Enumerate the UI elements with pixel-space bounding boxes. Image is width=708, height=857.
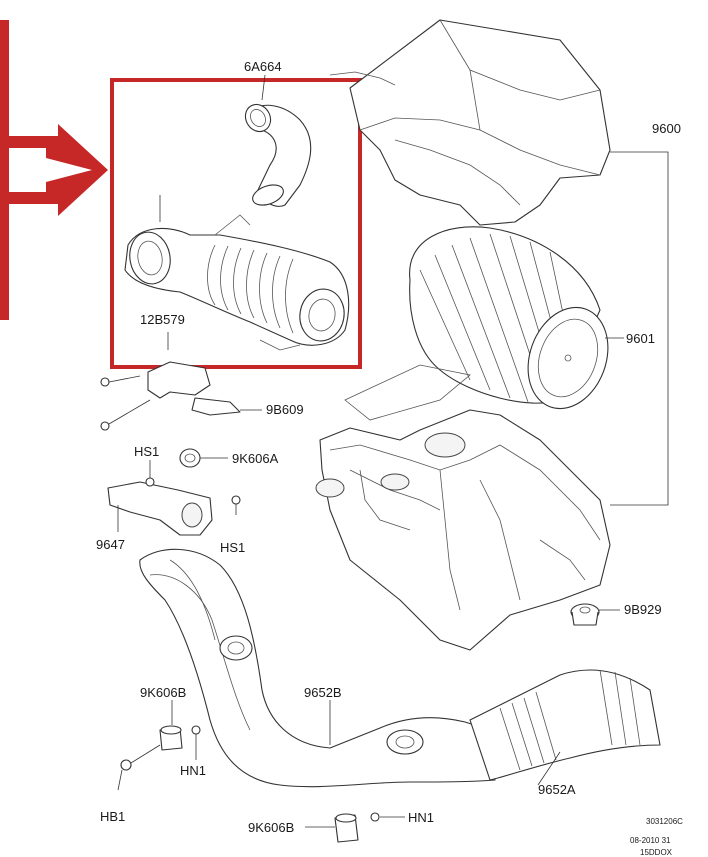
arrow-icon xyxy=(6,124,108,216)
air-cleaner-housing xyxy=(315,409,611,651)
label-6a664: 6A664 xyxy=(244,59,282,74)
mount-9k606b-lower xyxy=(334,812,380,843)
mount-9b929 xyxy=(570,603,600,626)
label-9b929: 9B929 xyxy=(624,602,662,617)
air-cleaner-cover xyxy=(329,19,611,226)
air-filter xyxy=(409,226,609,410)
drawing-code-line1: 3031206C xyxy=(646,817,683,826)
label-9k606b-top: 9K606B xyxy=(140,685,186,700)
drawing-code-line2: 08-2010 31 xyxy=(630,836,671,845)
label-hs1-bottom: HS1 xyxy=(220,540,245,555)
label-hs1-top: HS1 xyxy=(134,444,159,459)
label-9652a: 9652A xyxy=(538,782,576,797)
label-hb1: HB1 xyxy=(100,809,125,824)
intake-duct-9652a xyxy=(469,669,661,781)
label-hn1-top: HN1 xyxy=(180,763,206,778)
grommet-9k606a xyxy=(179,448,201,468)
filter-end-cap xyxy=(527,306,609,410)
air-inlet-hose xyxy=(124,103,350,351)
label-9601: 9601 xyxy=(626,331,655,346)
hose-bellows-ribs xyxy=(207,244,294,334)
label-9b609: 9B609 xyxy=(266,402,304,417)
highlight-arrow xyxy=(0,20,108,320)
intake-duct-9652b xyxy=(139,548,496,788)
drawing-code-line3: 15DDOX xyxy=(640,848,673,857)
highlight-bar xyxy=(0,20,9,320)
label-9k606a: 9K606A xyxy=(232,451,279,466)
highlight-box xyxy=(110,78,362,369)
label-9652b: 9652B xyxy=(304,685,342,700)
duct-ribs xyxy=(499,669,641,771)
label-hn1-bottom: HN1 xyxy=(408,810,434,825)
drawing-code: 3031206C 08-2010 31 15DDOX xyxy=(630,817,683,857)
label-9600: 9600 xyxy=(652,121,681,136)
bracket-9647 xyxy=(107,477,241,536)
label-9647: 9647 xyxy=(96,537,125,552)
bracket-9b609 xyxy=(100,361,241,431)
mount-9k606b-upper xyxy=(120,725,201,771)
label-9k606b-bottom: 9K606B xyxy=(248,820,294,835)
leader-lines xyxy=(117,74,669,828)
label-12b579: 12B579 xyxy=(140,312,185,327)
part-labels: 6A664 12B579 9600 9601 9B609 HS1 9K606A … xyxy=(96,59,681,835)
